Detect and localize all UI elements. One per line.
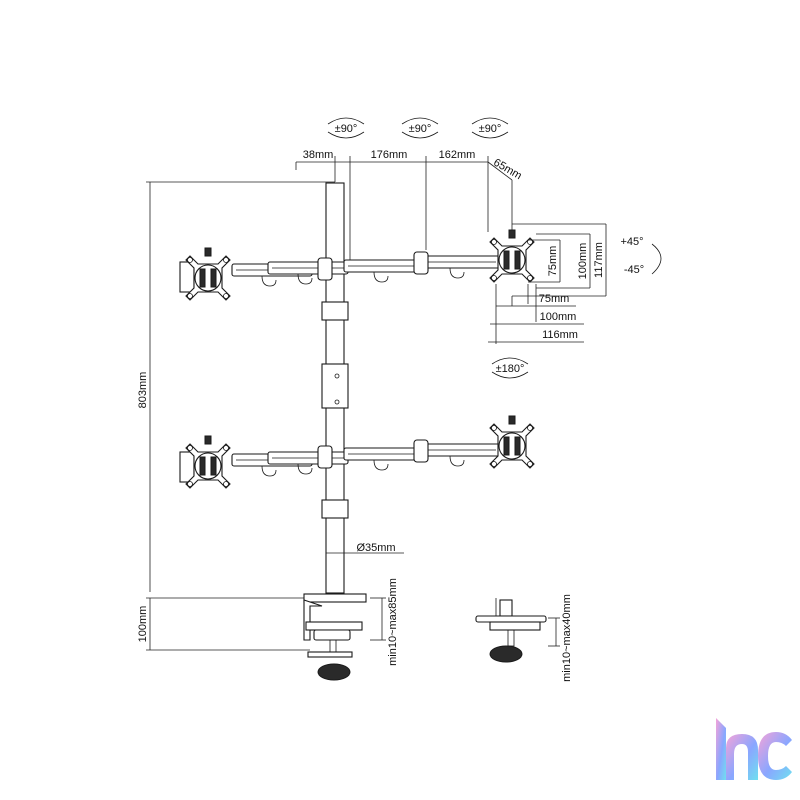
clamp-height-label: 100mm [137,606,149,643]
arm-dim-176: 176mm [371,149,408,161]
vesa-dimensions: 75mm 100mm 117mm 75mm 100mm 116mm [488,223,607,344]
rotation-joint1-label: ±90° [335,123,358,135]
pole-height-label: 803mm [137,372,149,409]
rotation-indicator-joint3: ±90° [471,117,509,139]
pole-height-dimension: 803mm [137,181,335,592]
desk-clamp-b: min10~max40mm [475,594,573,682]
tilt-indicator: +45° -45° [620,236,662,276]
clamp-height-dimension: 100mm [137,597,310,651]
vesa-h117: 117mm [593,242,605,278]
arm-dim-162: 162mm [439,149,476,161]
vesa-w100: 100mm [540,311,577,323]
clamp-range-b-label: min10~max40mm [561,594,573,682]
vesa-w75: 75mm [539,293,570,305]
rotation-indicator-joint1: ±90° [327,117,365,139]
pole: Ø35mm [321,182,404,594]
vesa-w116: 116mm [542,329,578,341]
arm-dim-65: 65mm [491,157,523,183]
tilt-down-label: -45° [624,264,644,276]
rotation-joint2-label: ±90° [409,123,432,135]
vesa-h100: 100mm [577,243,589,280]
clamp-range-a-label: min10~max85mm [387,578,399,666]
lower-arm-assembly [179,415,535,489]
desk-clamp-a: min10~max85mm [303,578,399,681]
rotation-indicator-joint2: ±90° [401,117,439,139]
brand-logo-icon [712,710,792,790]
upper-arm-assembly [179,229,535,301]
pole-diameter-label: Ø35mm [356,542,395,554]
tilt-up-label: +45° [620,236,643,248]
vesa-plate-lower-right [489,415,535,469]
swivel-indicator: ±180° [491,357,529,379]
vesa-h75: 75mm [547,246,559,277]
swivel-label: ±180° [496,363,525,375]
rotation-joint3-label: ±90° [479,123,502,135]
arm-dim-38: 38mm [303,149,334,161]
